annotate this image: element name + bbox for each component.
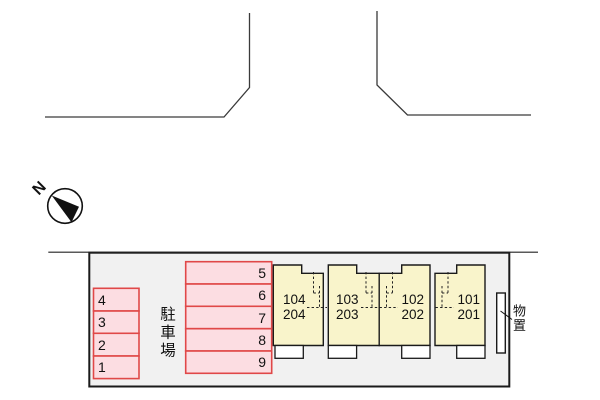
road-edge-right (376, 11, 531, 116)
storage-shed (496, 292, 507, 354)
north-arrow-icon (46, 187, 84, 225)
storage-leader-line (500, 310, 513, 320)
road-edge-left (45, 13, 251, 118)
unit-102-202-outline (378, 264, 431, 347)
unit-201-label-line2: 201 (457, 307, 480, 323)
parking-space-1-box (92, 355, 140, 380)
stair-dashed-lines-unit-101 (435, 272, 454, 308)
storage-label: 物置 (511, 304, 526, 333)
parking-space-5-number: 5 (258, 265, 266, 281)
stair-dashed-lines-unit-103 (361, 272, 380, 308)
unit-202-label-line2: 202 (401, 307, 424, 323)
parking-space-1-number: 1 (98, 359, 106, 375)
unit-102-202-label: 102 202 (384, 292, 424, 322)
porch-unit-102 (401, 344, 431, 359)
unit-103-203-label: 103 203 (336, 292, 359, 322)
stair-dashed-lines-unit-104 (307, 272, 327, 308)
unit-103-label-line1: 103 (336, 292, 359, 307)
unit-101-201-outline (434, 264, 486, 347)
parking-space-9-number: 9 (258, 354, 266, 370)
parking-area-label: 駐車場 (158, 306, 175, 360)
porch-unit-104 (274, 344, 304, 359)
porch-unit-103 (327, 344, 358, 359)
parking-space-3-number: 3 (98, 314, 106, 330)
unit-104-204-label: 104 204 (283, 292, 306, 322)
parking-space-9-box (184, 350, 273, 375)
parking-space-7-number: 7 (258, 309, 266, 326)
unit-104-204-outline (272, 264, 324, 347)
parking-space-2-number: 2 (98, 336, 106, 353)
unit-102-label-line1: 102 (401, 292, 424, 307)
unit-101-label-line1: 101 (457, 292, 480, 307)
parking-space-6-number: 6 (258, 287, 266, 303)
unit-204-label-line2: 204 (283, 307, 306, 323)
porch-unit-101 (456, 344, 486, 359)
unit-104-label-line1: 104 (283, 292, 306, 307)
unit-203-label-line2: 203 (336, 307, 359, 323)
stair-dashed-lines-unit-102 (379, 272, 398, 308)
parking-space-4-number: 4 (98, 291, 106, 308)
unit-101-201-label: 101 201 (440, 292, 480, 322)
parking-space-8-number: 8 (258, 332, 266, 348)
